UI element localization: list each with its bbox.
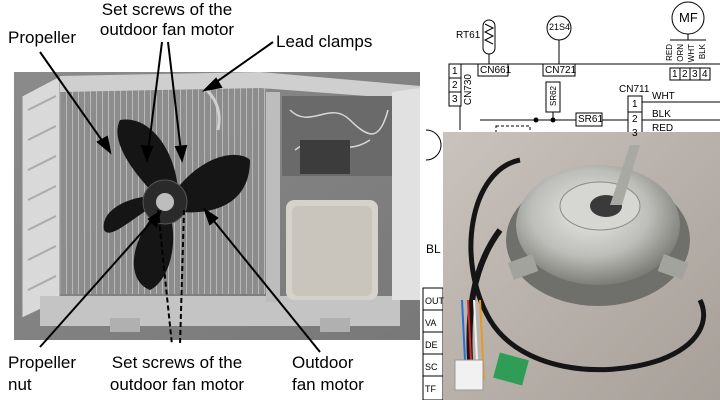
- set-screws-top-label-line2: outdoor fan motor: [99, 20, 235, 39]
- wire-blk-label: BLK: [652, 109, 671, 120]
- outdoor-unit-photo: [14, 72, 420, 340]
- motor-pin4: 4: [702, 69, 708, 80]
- table-row-3: SC: [425, 362, 438, 372]
- sr61-label: SR61: [578, 114, 604, 125]
- table-row-1: VA: [425, 318, 437, 328]
- propeller-label: Propeller: [8, 28, 77, 47]
- cn730-label: CN730: [463, 74, 474, 106]
- lead-clamps-label: Lead clamps: [276, 32, 373, 51]
- table-row-0: OUT: [425, 296, 444, 306]
- set-screws-bottom-label-line2: outdoor fan motor: [109, 375, 245, 394]
- motor-pin2: 2: [682, 69, 688, 80]
- bl-fragment-label: BL: [426, 242, 441, 256]
- pointer-lines: [39, 41, 321, 353]
- propeller-nut-label-line2: nut: [8, 375, 32, 394]
- wiring-schematic: [422, 1, 720, 400]
- cn711-label: CN711: [619, 84, 650, 95]
- motor-wire-blk: BLK: [698, 44, 707, 60]
- cn730-pin3: 3: [452, 94, 458, 105]
- cn711-pin2: 2: [632, 114, 638, 125]
- table-row-4: TF: [425, 384, 436, 394]
- cn711-pin3: 3: [632, 128, 638, 139]
- fan-motor-photo: [443, 132, 720, 400]
- set-screws-top-label-line1: Set screws of the: [101, 0, 233, 19]
- cn661-label: CN661: [480, 65, 512, 76]
- table-row-2: DE: [425, 340, 438, 350]
- outdoor-fan-motor-label-line1: Outdoor: [292, 353, 354, 372]
- wire-wht-label: WHT: [652, 91, 675, 102]
- outdoor-fan-motor-label-line2: fan motor: [292, 375, 364, 394]
- rt61-label: RT61: [456, 30, 481, 41]
- cn721-label: CN721: [545, 65, 577, 76]
- wire-red-label: RED: [652, 123, 674, 134]
- motor-wire-red: RED: [665, 44, 674, 61]
- cn730-pin1: 1: [452, 66, 458, 77]
- propeller-nut-label-line1: Propeller: [8, 353, 77, 372]
- cn711-pin1: 1: [632, 99, 638, 110]
- set-screws-bottom-label-line1: Set screws of the: [111, 353, 243, 372]
- sr62-label: SR62: [549, 86, 558, 107]
- motor-wire-orn: ORN: [676, 44, 685, 62]
- cn730-pin2: 2: [452, 80, 458, 91]
- 21s4-label: 21S4: [549, 22, 571, 32]
- mf-label: MF: [679, 10, 698, 25]
- motor-pin3: 3: [692, 69, 698, 80]
- motor-wire-wht: WHT: [687, 44, 696, 63]
- motor-pin1: 1: [672, 69, 678, 80]
